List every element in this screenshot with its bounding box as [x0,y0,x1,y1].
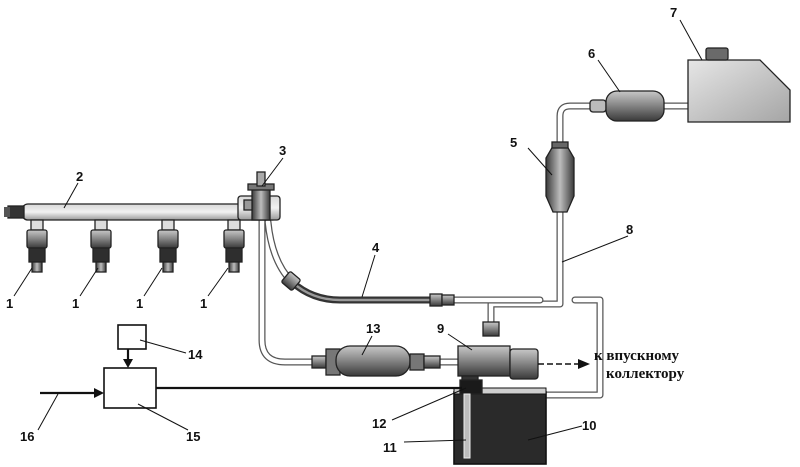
label-1b: 1 [72,296,79,311]
fuel-rail [4,195,281,221]
label-16: 16 [20,429,34,444]
hose-fitting-5 [545,141,575,213]
label-8: 8 [626,222,633,237]
probe-11 [463,393,471,459]
label-4: 4 [372,240,380,255]
flow-arrow [538,359,590,369]
pressure-regulator [243,171,275,221]
caption-line-1: к впускному [594,348,680,364]
label-14: 14 [188,347,203,362]
injector-2 [90,219,112,273]
label-12: 12 [372,416,386,431]
label-2: 2 [76,169,83,184]
fuel-tank-7 [687,47,791,123]
label-15: 15 [186,429,200,444]
label-11: 11 [383,440,397,455]
sensor-12 [459,379,483,395]
labels: 1 1 1 1 2 3 4 5 6 7 8 9 10 11 12 13 14 1… [6,5,685,455]
label-1c: 1 [136,296,143,311]
label-9: 9 [437,321,444,336]
injector-4 [223,219,245,273]
label-3: 3 [279,143,286,158]
fuel-damper-13 [311,345,441,377]
fuel-filter-6 [589,90,665,122]
leader-lines [13,19,703,443]
label-1d: 1 [200,296,207,311]
control-wires [40,349,462,398]
injector-3 [157,219,179,273]
fuel-hose-4 [281,271,455,307]
tubing [258,102,692,399]
nozzle-unit-9 [457,321,539,385]
label-7: 7 [670,5,677,20]
label-13: 13 [366,321,380,336]
label-1a: 1 [6,296,13,311]
caption-line-2: коллектору [606,366,685,382]
label-6: 6 [588,46,595,61]
control-block-14 [117,324,147,350]
control-unit-15 [103,367,157,409]
label-5: 5 [510,135,517,150]
injector-1 [26,219,48,273]
label-10: 10 [582,418,596,433]
